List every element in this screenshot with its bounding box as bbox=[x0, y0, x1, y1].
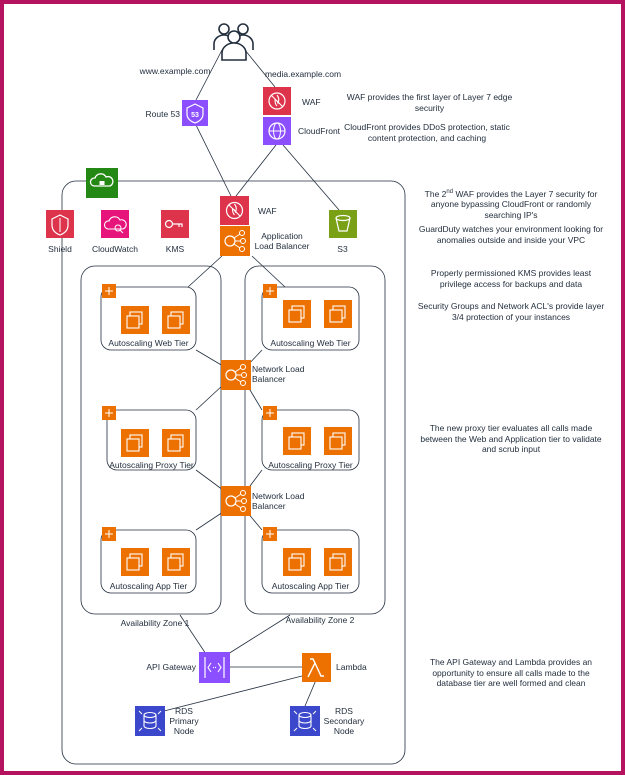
cloudfront-icon bbox=[263, 117, 291, 145]
api-gateway-icon bbox=[199, 652, 230, 683]
nlb-icon-2 bbox=[221, 486, 251, 516]
rds-primary-icon bbox=[135, 706, 165, 736]
kms-icon bbox=[161, 210, 189, 238]
label-az2: Availability Zone 2 bbox=[285, 615, 355, 625]
label-cloudwatch: CloudWatch bbox=[92, 244, 138, 254]
label-lambda: Lambda bbox=[336, 662, 367, 672]
vpc-icon bbox=[86, 168, 118, 198]
note-kms: Properly permissioned KMS provides least… bbox=[430, 268, 592, 289]
ec2-instance-icon bbox=[324, 427, 352, 455]
label-app-tier-1: Autoscaling App Tier bbox=[109, 581, 188, 591]
label-proxy-tier-2: Autoscaling Proxy Tier bbox=[268, 460, 353, 470]
svg-text:53: 53 bbox=[191, 112, 199, 119]
note-security-groups: Security Groups and Network ACL's provid… bbox=[417, 301, 605, 322]
line-alb-az1 bbox=[187, 255, 223, 288]
lambda-icon bbox=[302, 653, 331, 682]
availability-zone-2 bbox=[244, 265, 386, 615]
line-cloudfront-waf bbox=[235, 144, 277, 197]
label-rds-secondary: RDS Secondary Node bbox=[323, 706, 365, 736]
label-kms: KMS bbox=[165, 244, 185, 254]
line-alb-az2 bbox=[251, 255, 286, 288]
line-web1-nlb1 bbox=[195, 349, 224, 367]
diagram-canvas bbox=[4, 4, 621, 771]
line-lambda-rds2 bbox=[304, 679, 317, 707]
label-cloudfront: CloudFront bbox=[298, 126, 341, 136]
availability-zone-1 bbox=[80, 265, 222, 615]
ec2-instance-icon bbox=[162, 429, 190, 457]
s3-icon bbox=[329, 210, 357, 238]
label-www: www.example.com bbox=[139, 66, 211, 76]
ec2-instance-icon bbox=[283, 548, 311, 576]
ec2-instance-icon bbox=[283, 300, 311, 328]
label-rds-primary: RDS Primary Node bbox=[169, 706, 199, 736]
label-web-tier-2: Autoscaling Web Tier bbox=[270, 338, 351, 348]
label-az1: Availability Zone 1 bbox=[120, 618, 190, 628]
ec2-instance-icon bbox=[162, 548, 190, 576]
note-waf: WAF provides the first layer of Layer 7 … bbox=[346, 92, 513, 113]
label-proxy-tier-1: Autoscaling Proxy Tier bbox=[109, 460, 194, 470]
note-api-lambda: The API Gateway and Lambda provides an o… bbox=[429, 657, 593, 688]
connectors bbox=[159, 49, 340, 713]
note-waf2: The 2nd WAF provides the Layer 7 securit… bbox=[424, 188, 598, 220]
ec2-instance-icon bbox=[121, 548, 149, 576]
rds-secondary-icon bbox=[290, 706, 320, 736]
line-nlb1-proxy1 bbox=[195, 384, 224, 411]
cloudwatch-icon bbox=[101, 210, 129, 238]
line-nlb2-app1 bbox=[195, 511, 224, 531]
ec2-instance-icon bbox=[324, 548, 352, 576]
note-guardduty: GuardDuty watches your environment looki… bbox=[418, 224, 604, 245]
note-proxy: The new proxy tier evaluates all calls m… bbox=[420, 423, 602, 454]
line-az2-apigw bbox=[227, 614, 291, 655]
shield-icon bbox=[46, 210, 74, 238]
label-s3: S3 bbox=[337, 244, 348, 254]
line-cloudfront-s3 bbox=[282, 144, 340, 211]
label-shield: Shield bbox=[48, 244, 72, 254]
label-alb: Application Load Balancer bbox=[254, 231, 310, 251]
label-media: media.example.com bbox=[264, 69, 342, 79]
line-lambda-rds1 bbox=[159, 675, 303, 713]
label-waf-inner: WAF bbox=[258, 206, 277, 216]
waf-inner-icon bbox=[220, 196, 249, 225]
ec2-instances bbox=[121, 300, 352, 576]
note-cloudfront: CloudFront provides DDoS protection, sta… bbox=[344, 122, 510, 143]
line-users-route53 bbox=[195, 49, 223, 101]
ec2-instance-icon bbox=[283, 427, 311, 455]
line-route53-waf bbox=[195, 124, 232, 197]
label-app-tier-2: Autoscaling App Tier bbox=[271, 581, 350, 591]
ec2-instance-icon bbox=[324, 300, 352, 328]
nlb-icon-1 bbox=[221, 360, 251, 390]
label-nlb-2: Network Load Balancer bbox=[252, 491, 305, 511]
ec2-instance-icon bbox=[121, 429, 149, 457]
line-az1-apigw bbox=[179, 614, 207, 655]
ec2-instance-icon bbox=[121, 306, 149, 334]
users-icon bbox=[213, 23, 254, 61]
line-proxy1-nlb2 bbox=[195, 469, 224, 491]
label-waf-top: WAF bbox=[302, 97, 321, 107]
vpc-group bbox=[61, 180, 406, 765]
label-web-tier-1: Autoscaling Web Tier bbox=[108, 338, 189, 348]
ec2-instance-icon bbox=[162, 306, 190, 334]
label-api-gateway: API Gateway bbox=[146, 662, 196, 672]
route53-icon: 53 bbox=[182, 100, 208, 126]
line-users-waf bbox=[244, 49, 276, 88]
label-nlb-1: Network Load Balancer bbox=[252, 364, 305, 384]
label-route53: Route 53 bbox=[145, 109, 181, 119]
waf-top-icon bbox=[263, 87, 291, 115]
alb-icon bbox=[220, 226, 250, 256]
